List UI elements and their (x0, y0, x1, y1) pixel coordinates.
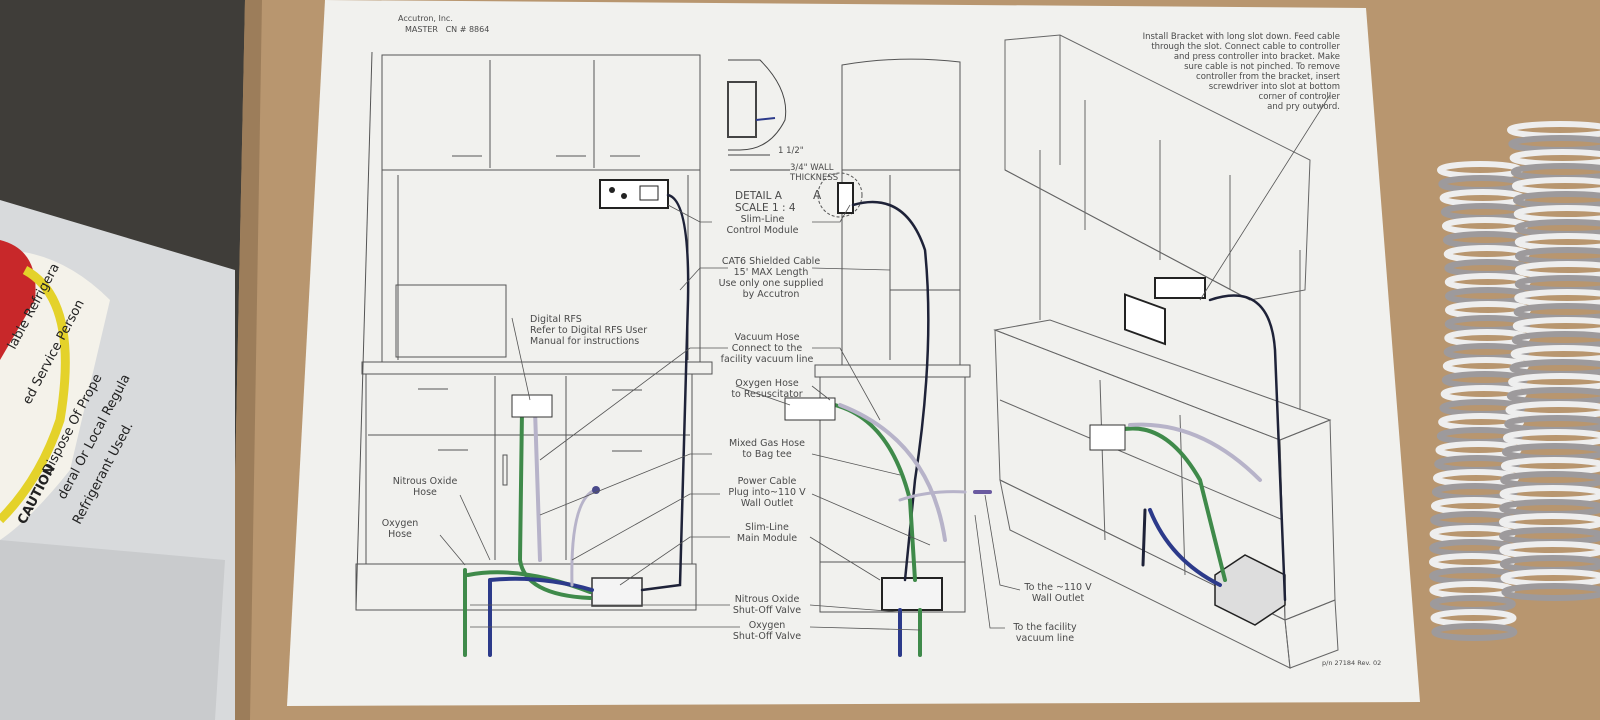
front-view-cabinet (355, 51, 713, 611)
detail-dim-2: 3/4" WALL THICKNESS (790, 163, 839, 183)
master-cn: MASTER CN # 8864 (405, 25, 490, 34)
cardboard-edge (230, 0, 262, 720)
refrigerant-can (0, 200, 235, 720)
bracket-instruction: Install Bracket with long slot down. Fee… (1142, 32, 1340, 112)
detail-a-marker: A (813, 188, 822, 202)
coiled-hose (1420, 121, 1600, 650)
label-nitrous-hose: Nitrous Oxide Hose (392, 476, 458, 498)
label-control-module: Slim-Line Control Module (726, 214, 799, 236)
part-number: p/n 27184 Rev. 02 (1322, 659, 1382, 667)
control-module-front (599, 179, 669, 209)
label-vacuum-line: To the facility vacuum line (1013, 622, 1077, 644)
control-module-iso (1124, 277, 1206, 346)
label-digital-rfs: Digital RFS Refer to Digital RFS User Ma… (530, 314, 648, 347)
main-module-front (591, 577, 643, 607)
label-power-cable: Power Cable Plug into~110 V Wall Outlet (728, 476, 806, 509)
vacuum-hose-front (533, 408, 542, 562)
label-nitrous-valve: Nitrous Oxide Shut-Off Valve (732, 594, 802, 616)
detail-a-title: DETAIL A SCALE 1 : 4 (735, 190, 796, 214)
digital-rfs-front (511, 394, 553, 418)
label-wall-outlet: To the ~110 V Wall Outlet (1024, 582, 1092, 604)
nitrous-hose-front (517, 408, 592, 600)
label-cat6-cable: CAT6 Shielded Cable 15' MAX Length Use o… (718, 256, 824, 300)
hose-coil-ring (1501, 583, 1600, 601)
label-oxygen-resuscitator: Oxygen Hose to Resuscitator (731, 378, 803, 400)
label-main-module: Slim-Line Main Module (736, 522, 798, 544)
detail-dim-1: 1 1/2" (778, 146, 804, 156)
hoses-and-cables (463, 193, 1287, 657)
cat6-cable-side (851, 200, 930, 582)
oxygen-hose-front (488, 576, 594, 657)
hose-coil-ring (1431, 623, 1518, 641)
rfs-side (784, 397, 836, 421)
company-name: Accutron, Inc. (398, 14, 453, 23)
cat6-cable-front (640, 193, 690, 592)
instruction-sheet (287, 0, 1420, 706)
label-mixed-gas-hose: Mixed Gas Hose to Bag tee (729, 438, 805, 460)
mixed-gas-hose-front (570, 488, 597, 587)
side-view-cabinet (814, 58, 971, 613)
label-oxygen-valve: Oxygen Shut-Off Valve (732, 620, 802, 642)
label-oxygen-hose: Oxygen Hose (381, 518, 419, 540)
control-module-side (837, 182, 854, 214)
main-module-side (881, 577, 943, 611)
main-module-iso (1214, 554, 1286, 626)
label-vacuum-hose: Vacuum Hose Connect to the facility vacu… (720, 332, 814, 365)
detail-a-view (727, 59, 790, 171)
leader-lines (439, 94, 1331, 631)
